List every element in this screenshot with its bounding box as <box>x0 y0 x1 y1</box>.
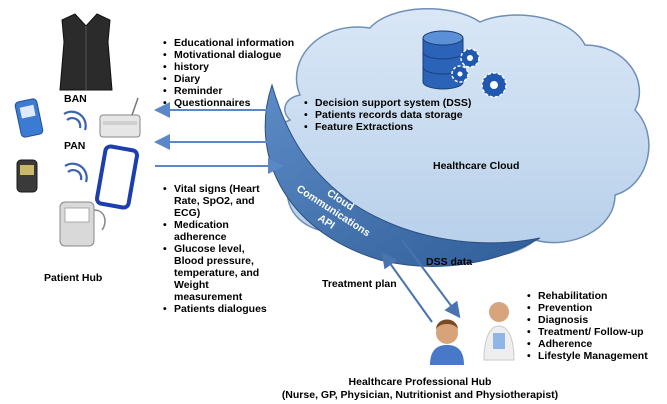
professional-hub-subtitle: (Nurse, GP, Physician, Nutritionist and … <box>281 389 559 401</box>
professional-hub-title: Healthcare Professional Hub <box>348 376 492 388</box>
list-item: Adherence <box>527 338 665 350</box>
healthcare-cloud-title: Healthcare Cloud <box>433 160 520 172</box>
list-item: Diagnosis <box>527 314 665 326</box>
list-item: Rehabilitation <box>527 290 665 302</box>
list-item: history <box>163 61 298 73</box>
professional-items-list: Rehabilitation Prevention Diagnosis Trea… <box>527 290 665 362</box>
nurse-icon <box>430 319 464 365</box>
list-item: Feature Extractions <box>304 121 504 133</box>
list-item: Educational information <box>163 37 298 49</box>
wearable-device-icon <box>16 159 38 193</box>
pan-label: PAN <box>64 140 86 152</box>
list-item: Lifestyle Management <box>527 350 665 362</box>
list-item: Medication adherence <box>163 219 275 243</box>
list-item: Patients records data storage <box>304 109 504 121</box>
smartphone-icon <box>94 144 140 210</box>
from-patient-list: Vital signs (Heart Rate, SpO2, and ECG) … <box>163 183 275 315</box>
list-item: Glucose level, Blood pressure, temperatu… <box>163 243 275 303</box>
glucose-meter-icon <box>14 98 44 138</box>
wireless-icon-2 <box>64 162 88 183</box>
to-patient-list: Educational information Motivational dia… <box>163 37 298 109</box>
list-item: Reminder <box>163 85 298 97</box>
blood-pressure-monitor-icon <box>59 201 106 247</box>
list-item: Decision support system (DSS) <box>304 97 504 109</box>
wireless-icon <box>63 110 87 131</box>
vest-icon <box>59 13 113 91</box>
patient-hub-title: Patient Hub <box>44 272 103 284</box>
treatment-plan-label: Treatment plan <box>322 278 397 290</box>
list-item: Patients dialogues <box>163 303 275 315</box>
router-icon <box>99 97 141 138</box>
arrow-treatment-plan <box>381 251 433 323</box>
cloud-items-list: Decision support system (DSS) Patients r… <box>304 97 504 133</box>
dss-data-label: DSS data <box>426 256 473 268</box>
gear-icon <box>451 48 507 98</box>
api-band <box>264 83 541 267</box>
list-item: Motivational dialogue <box>163 49 298 61</box>
list-item: Vital signs (Heart Rate, SpO2, and ECG) <box>163 183 275 219</box>
arrow-dss-data <box>401 239 461 319</box>
ban-label: BAN <box>64 93 87 105</box>
list-item: Treatment/ Follow-up <box>527 326 665 338</box>
list-item: Questionnaires <box>163 97 298 109</box>
list-item: Prevention <box>527 302 665 314</box>
doctor-icon <box>483 302 515 361</box>
list-item: Diary <box>163 73 298 85</box>
